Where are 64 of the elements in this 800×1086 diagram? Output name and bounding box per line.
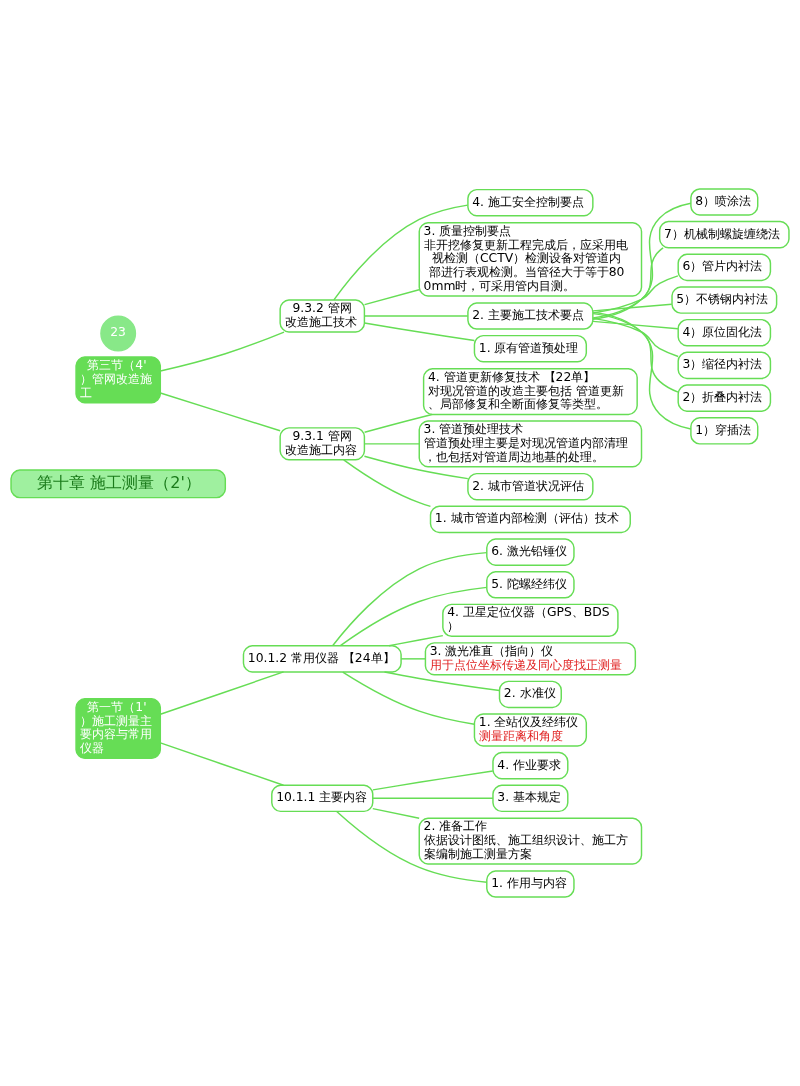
connector bbox=[339, 586, 488, 647]
connector bbox=[592, 202, 692, 320]
connector bbox=[363, 413, 433, 433]
node-box: 1. 城市管道内部检测（评估）技术 bbox=[429, 505, 631, 534]
node-box: 6）管片内衬法 bbox=[677, 253, 772, 282]
connector bbox=[592, 312, 679, 393]
connector bbox=[592, 317, 679, 358]
connector bbox=[383, 671, 501, 692]
connector bbox=[372, 807, 420, 819]
node-box: 1. 全站仪及经纬仪 测量距离和角度 bbox=[473, 713, 588, 747]
node-box: 6. 激光铅锤仪 bbox=[486, 538, 575, 566]
node-box: 9.3.1 管网改造施工内容 bbox=[279, 427, 366, 461]
node-box: 第三节（4'）管网改造施工 bbox=[75, 356, 162, 404]
node-box: 2. 城市管道状况评估 bbox=[467, 472, 594, 501]
node-box: 4. 卫星定位仪器（GPS、BDS） bbox=[442, 603, 619, 638]
node-box: 10.1.2 常用仪器 【24单】 bbox=[242, 645, 402, 673]
connector bbox=[363, 315, 469, 317]
connector bbox=[372, 797, 494, 800]
node-box: 3. 质量控制要点 非开挖修复更新工程完成后，应采用电视检测（CCTV）检测设备对管道内部进行表观检测。当管径大于等于800mm时，可采用管内目测。 bbox=[418, 221, 643, 297]
connector bbox=[363, 443, 420, 445]
node-box: 3. 基本规定 bbox=[492, 784, 569, 813]
connector bbox=[332, 551, 488, 647]
connector bbox=[159, 742, 285, 786]
connector bbox=[363, 288, 420, 306]
node-box: 1. 作用与内容 bbox=[486, 870, 575, 898]
label: 23 bbox=[110, 325, 126, 340]
node-box: 4. 管道更新修复技术 【22单】 对现况管道的改造主要包括 管道更新、局部修复和全断面修复等类型。 bbox=[422, 367, 638, 416]
connector bbox=[159, 392, 281, 432]
connector bbox=[388, 634, 444, 647]
connector bbox=[372, 770, 494, 791]
connector bbox=[363, 322, 476, 342]
connector bbox=[333, 204, 469, 301]
connector bbox=[592, 275, 679, 314]
connector bbox=[592, 320, 679, 330]
node-box: 2）折叠内衬法 bbox=[677, 384, 772, 412]
node-box: 5. 陀螺经纬仪 bbox=[486, 570, 575, 599]
node-box: 3）缩径内衬法 bbox=[677, 351, 772, 380]
connector bbox=[336, 810, 488, 883]
connector bbox=[159, 331, 285, 372]
connector bbox=[592, 311, 692, 430]
node-box: 3. 管道预处理技术 管道预处理主要是对现况管道内部清理，也包括对管道周边地基的处理。 bbox=[418, 420, 643, 468]
node-box: 第一节（1'）施工测量主要内容与常用仪器 bbox=[75, 698, 162, 760]
connector bbox=[592, 303, 673, 312]
node-box: 2. 水准仪 bbox=[498, 680, 562, 709]
connector bbox=[592, 247, 664, 319]
connector bbox=[159, 671, 285, 716]
node-box: 4. 施工安全控制要点 bbox=[467, 188, 594, 217]
node-box: 7）机械制螺旋缠绕法 bbox=[658, 220, 790, 249]
connector bbox=[343, 459, 432, 508]
node-box: 8）喷涂法 bbox=[690, 188, 759, 216]
node-box: 2. 准备工作 依据设计图纸、施工组织设计、施工方案编制施工测量方案 bbox=[418, 817, 643, 865]
node-box: 10.1.1 主要内容 bbox=[271, 784, 374, 813]
node-box: 1. 原有管道预处理 bbox=[473, 334, 588, 363]
node-box: 5）不锈钢内衬法 bbox=[671, 286, 778, 314]
connector bbox=[342, 671, 475, 725]
connector bbox=[400, 658, 426, 660]
node-box: 3. 激光准直（指向）仪 用于点位坐标传递及同心度找正测量 bbox=[424, 642, 637, 676]
connector bbox=[363, 455, 469, 480]
node-box: 1）穿插法 bbox=[690, 416, 759, 445]
node-box: 4）原位固化法 bbox=[677, 318, 772, 347]
node-box: 2. 主要施工技术要点 bbox=[467, 302, 594, 330]
node-box: 9.3.2 管网改造施工技术 bbox=[279, 299, 366, 333]
node-box: 4. 作业要求 bbox=[492, 751, 569, 780]
node-box: 第十章 施工测量（2'） bbox=[10, 469, 227, 499]
